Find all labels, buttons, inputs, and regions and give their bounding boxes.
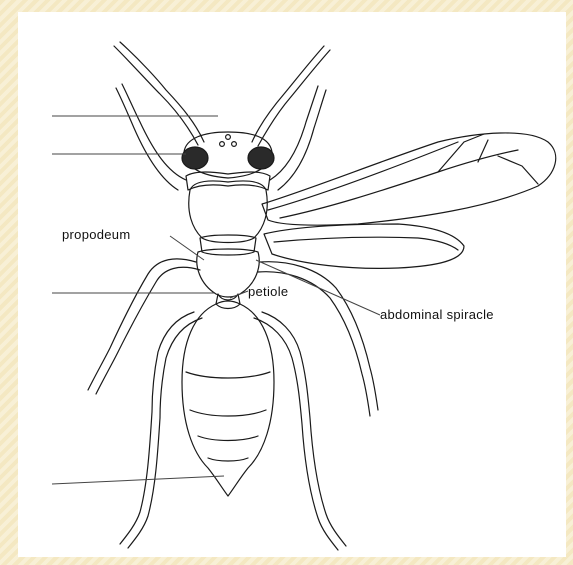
- forewing-vein: [438, 134, 538, 184]
- hindwing-vein: [274, 237, 458, 250]
- leader-line-propodeum: [170, 236, 204, 260]
- gaster-segment-line: [190, 410, 266, 416]
- forewing: [262, 133, 556, 225]
- wasp-diagram: [18, 12, 566, 557]
- ocellus: [226, 135, 231, 140]
- ocellus: [220, 142, 225, 147]
- label-propodeum: propodeum: [62, 228, 130, 241]
- right-antenna-outline: [258, 50, 330, 146]
- hindwing: [264, 224, 464, 268]
- gaster-segment-line: [208, 458, 248, 461]
- gaster: [182, 301, 274, 496]
- gaster-segment-line: [186, 372, 270, 378]
- diagram-panel: propodeum petiole abdominal spiracle: [18, 12, 566, 557]
- wasp-illustration: [88, 42, 556, 550]
- left-antenna-outline: [114, 46, 198, 145]
- pronotum: [186, 172, 270, 190]
- left-midleg: [88, 259, 200, 394]
- scutellum: [200, 235, 256, 255]
- right-compound-eye: [248, 147, 274, 169]
- left-hindleg: [120, 312, 202, 548]
- left-compound-eye: [182, 147, 208, 169]
- gaster-segment-line: [198, 436, 258, 441]
- forewing-vein: [280, 150, 518, 218]
- ocellus: [232, 142, 237, 147]
- right-antenna: [252, 46, 324, 142]
- leader-line-blank-4: [52, 476, 224, 484]
- mesoscutum: [189, 181, 268, 243]
- label-petiole: petiole: [248, 285, 288, 298]
- forewing-costal-vein: [268, 142, 458, 210]
- label-abdominal-spiracle: abdominal spiracle: [380, 308, 494, 321]
- left-antenna: [120, 42, 204, 142]
